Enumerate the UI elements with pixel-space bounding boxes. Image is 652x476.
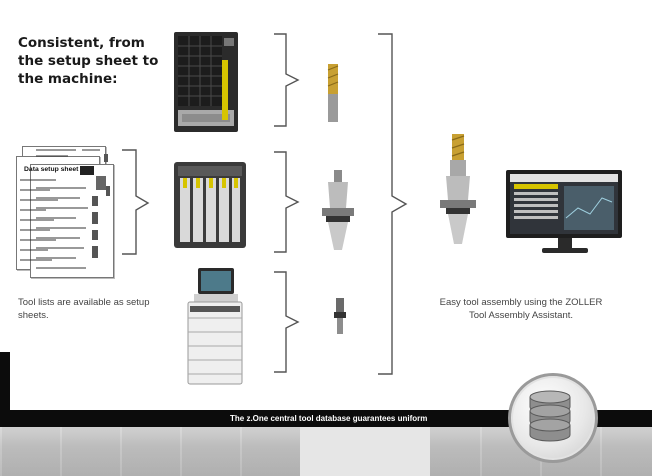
database-icon xyxy=(529,390,571,442)
setup-sheet-icon xyxy=(16,146,126,278)
banner: The z.One central tool database guarante… xyxy=(0,410,652,427)
bracket-middle xyxy=(274,151,300,253)
bracket-bottom xyxy=(274,271,300,373)
document-title: Data setup sheet xyxy=(24,166,79,173)
cutting-tool-icon xyxy=(327,64,339,122)
small-tool-icon xyxy=(334,298,346,334)
left-caption: Tool lists are available as setup sheets… xyxy=(18,297,150,321)
banner-text: The z.One central tool database guarante… xyxy=(230,414,428,423)
tool-storage-cabinet-icon xyxy=(174,32,238,132)
left-bracket xyxy=(122,149,150,255)
toolholder-icon xyxy=(322,170,354,250)
monitor-icon xyxy=(506,170,622,253)
bracket-top xyxy=(274,33,300,127)
floor-panel xyxy=(300,427,430,476)
assembled-tool-icon xyxy=(440,134,476,244)
bracket-large xyxy=(378,33,408,375)
black-panel xyxy=(0,352,10,414)
tool-drawer-unit-icon xyxy=(174,162,246,248)
presetting-station-icon xyxy=(187,268,243,385)
headline: Consistent, from the setup sheet to the … xyxy=(18,35,159,87)
right-caption: Easy tool assembly using the ZOLLER Tool… xyxy=(439,297,603,321)
